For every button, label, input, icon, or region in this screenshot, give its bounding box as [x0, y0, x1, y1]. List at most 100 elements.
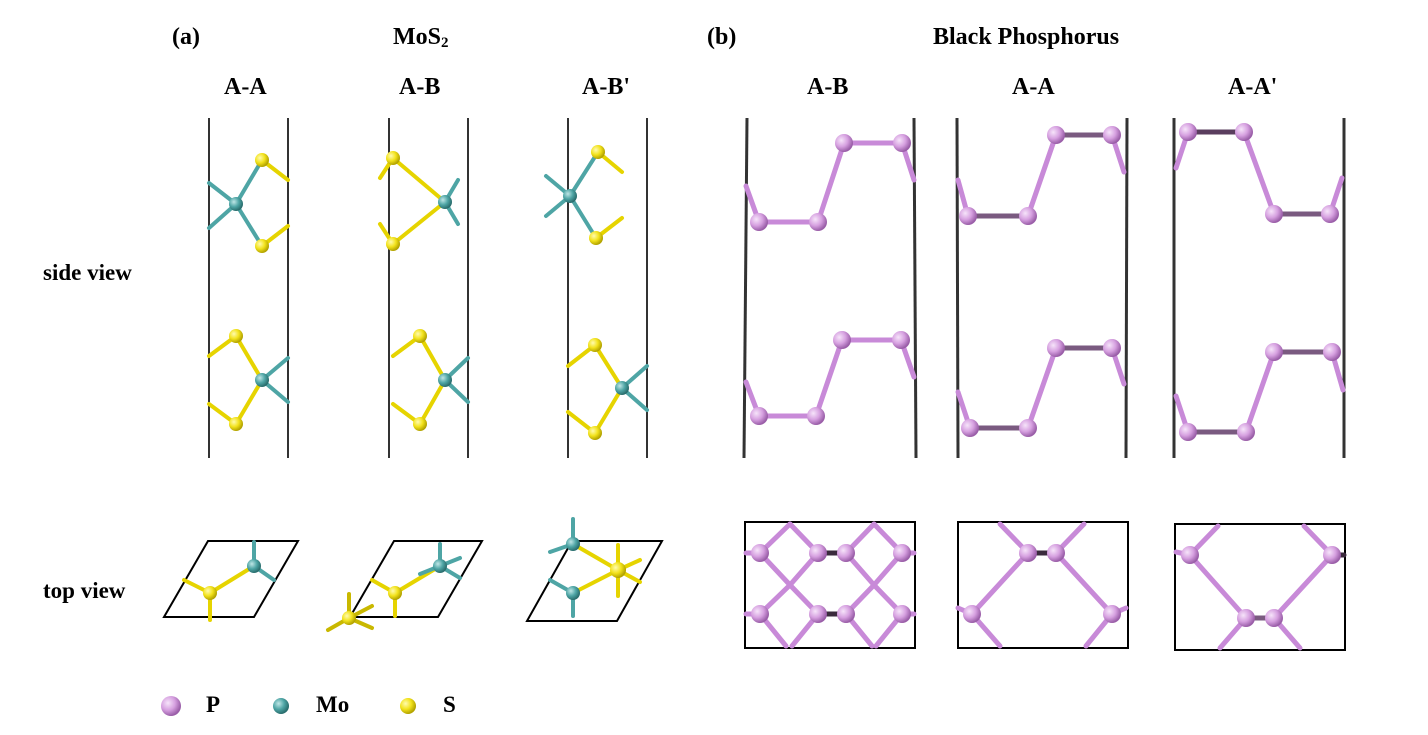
bp-ab-top-view — [743, 521, 917, 649]
p-atom — [1047, 339, 1065, 357]
s-atom — [229, 417, 243, 431]
mos2-ab-prime-side-view — [544, 118, 649, 458]
p-atom — [1265, 205, 1283, 223]
mo-atom — [433, 559, 447, 573]
p-atom — [963, 605, 981, 623]
s-atom — [255, 153, 269, 167]
unit-cell — [957, 521, 1129, 649]
p-atom — [1047, 126, 1065, 144]
p-atom — [807, 407, 825, 425]
legend-s-atom-icon — [400, 698, 416, 714]
legend-mo-atom-icon — [273, 698, 289, 714]
mo-atom — [615, 381, 629, 395]
mos2-aa-top-view — [162, 540, 300, 622]
mo-atom — [438, 195, 452, 209]
cell-boundary — [742, 117, 749, 459]
mo-atom — [255, 373, 269, 387]
legend-label-s: S — [443, 692, 456, 717]
p-atom — [961, 419, 979, 437]
mos2-ab-side-view — [378, 118, 470, 458]
mo-atom — [247, 559, 261, 573]
unit-cell — [162, 540, 300, 618]
p-atom — [1321, 205, 1339, 223]
mo-atom — [229, 197, 243, 211]
cell-boundary — [912, 117, 918, 459]
mo-atom — [563, 189, 577, 203]
p-atom — [1237, 609, 1255, 627]
mo-atom — [438, 373, 452, 387]
p-atom — [1019, 207, 1037, 225]
p-atom — [1019, 419, 1037, 437]
bp-ab-side-view — [742, 117, 918, 459]
s-atom — [342, 611, 356, 625]
legend-label-p: P — [206, 692, 221, 717]
s-atom — [589, 231, 603, 245]
panel-a-title-subscript: 2 — [441, 35, 449, 51]
mos2-config-aa: A-A — [224, 74, 267, 100]
mos2-ab-top-view — [326, 540, 484, 632]
bp-config-aa: A-A — [1012, 74, 1055, 100]
panel-a-label: (a) — [172, 24, 200, 50]
p-atom — [893, 544, 911, 562]
bp-aa-prime-top-view — [1173, 523, 1347, 651]
p-atom — [1103, 126, 1121, 144]
p-atom — [1103, 339, 1121, 357]
mo-atom — [566, 537, 580, 551]
p-atom — [1265, 609, 1283, 627]
unit-cell — [744, 521, 916, 649]
unit-cell — [348, 540, 484, 618]
legend-label-mo: Mo — [316, 692, 350, 717]
bp-aa-top-view — [955, 521, 1129, 649]
row-label-top-view: top view — [43, 578, 126, 603]
p-atom — [751, 605, 769, 623]
p-atom — [893, 605, 911, 623]
bp-config-ab: A-B — [807, 74, 849, 100]
s-atom — [413, 329, 427, 343]
p-atom — [1019, 544, 1037, 562]
s-atom — [203, 586, 217, 600]
bp-aa-side-view — [955, 117, 1129, 459]
s-atom — [255, 239, 269, 253]
bp-aa-prime-side-view — [1172, 118, 1346, 458]
s-atom — [588, 338, 602, 352]
unit-cell — [525, 540, 664, 622]
p-atom — [809, 605, 827, 623]
p-atom — [1047, 544, 1065, 562]
panel-b-title: Black Phosphorus — [933, 24, 1120, 50]
p-atom — [837, 544, 855, 562]
legend-p-atom-icon — [161, 696, 181, 716]
p-atom — [833, 331, 851, 349]
s-atom — [229, 329, 243, 343]
s-atom — [610, 562, 626, 578]
panel-b-label: (b) — [707, 24, 737, 50]
p-atom — [837, 605, 855, 623]
p-atom — [835, 134, 853, 152]
p-atom — [1179, 123, 1197, 141]
p-atom — [751, 544, 769, 562]
s-atom — [413, 417, 427, 431]
s-atom — [591, 145, 605, 159]
row-label-side-view: side view — [43, 260, 132, 285]
s-atom — [388, 586, 402, 600]
p-atom — [1323, 546, 1341, 564]
p-atom — [893, 134, 911, 152]
p-atom — [809, 213, 827, 231]
p-atom — [1179, 423, 1197, 441]
mos2-aa-side-view — [207, 118, 290, 458]
mos2-config-ab-prime: A-B' — [582, 74, 630, 100]
unit-cell — [1174, 523, 1346, 651]
p-atom — [1237, 423, 1255, 441]
mos2-ab-prime-top-view — [525, 517, 664, 622]
s-atom — [588, 426, 602, 440]
cell-boundary — [955, 117, 960, 459]
p-atom — [1265, 343, 1283, 361]
mo-atom — [566, 586, 580, 600]
p-atom — [1235, 123, 1253, 141]
panel-a-title: MoS2 — [393, 24, 449, 52]
s-atom — [386, 151, 400, 165]
p-atom — [750, 407, 768, 425]
p-atom — [809, 544, 827, 562]
p-atom — [1103, 605, 1121, 623]
mos2-config-ab: A-B — [399, 74, 441, 100]
